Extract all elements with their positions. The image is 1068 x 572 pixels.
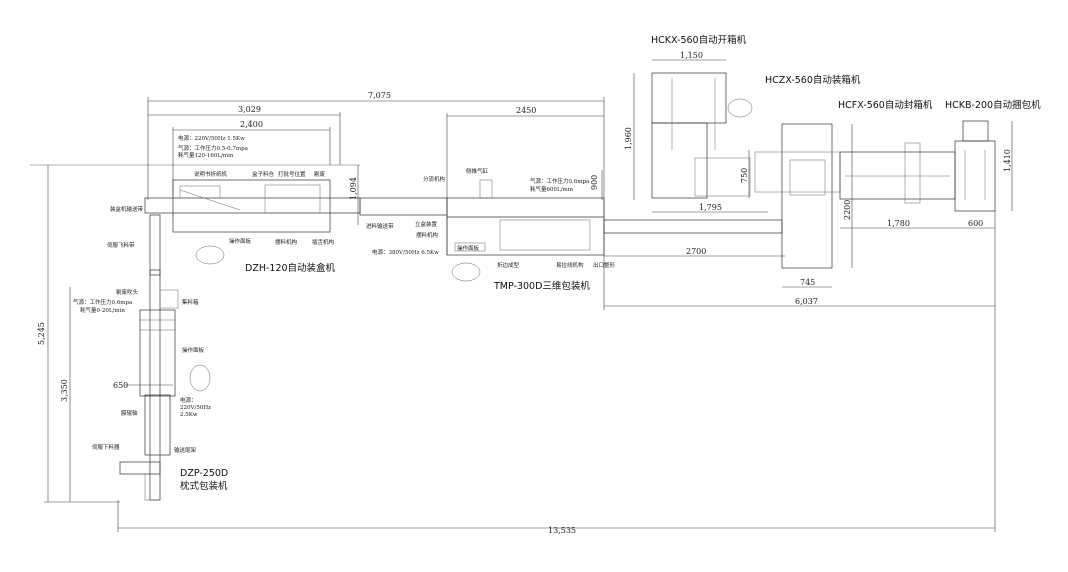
label-box-bin: 盒子料仓 [252, 170, 275, 178]
dzh-title: DZH-120自动装盒机 [245, 262, 336, 274]
label-cylinder: 侧推气缸 [466, 167, 489, 175]
hckx-title: HCKX-560自动开箱机 [651, 34, 747, 46]
tmp-air-consumption: 耗气量600L/min [530, 185, 573, 193]
tmp-power: 电源：380V/50Hz 6.5Kw [372, 248, 439, 256]
label-erect: 立盒装置 [415, 220, 438, 228]
dimension-hckx-height: 1,960 [624, 73, 635, 200]
dzp-title-name: 枕式包装机 [180, 480, 228, 492]
dzp-250d-machine [119, 269, 211, 501]
svg-text:1,150: 1,150 [680, 51, 703, 60]
hczx-title: HCZX-560自动装箱机 [765, 74, 861, 86]
dzp-air-pressure: 气源：工作压力0.6mpa [73, 298, 133, 306]
dzh-air-pressure: 气源：工作压力0.5-0.7mpa [178, 144, 249, 152]
label-servo: 伺服下料器 [92, 443, 120, 451]
hcfx-title: HCFX-560自动封箱机 [838, 99, 933, 111]
svg-text:3,350: 3,350 [60, 379, 69, 402]
label-tmp-feed: 摆料机构 [416, 231, 439, 239]
label-split: 分流机构 [423, 175, 446, 183]
dimension-hczx-width: 745 [782, 278, 832, 288]
dimension-hczx-height: 2200 [843, 124, 853, 268]
label-tuck: 插舌机构 [312, 238, 335, 246]
tmp-title: TMP-300D三维包装机 [493, 280, 590, 292]
dimension-conveyor: 2700 [604, 247, 785, 257]
hckx-machine [651, 72, 753, 199]
label-tmp-panel: 操作面板 [457, 244, 480, 252]
dimension-dzp-height: 3,350 [60, 287, 71, 502]
dimension-hckx-750: 750 [740, 150, 750, 198]
dimension-total-vertical: 5,245 [37, 165, 120, 503]
dimension-hckb-width: 600 [955, 219, 995, 229]
infeed-conveyor [359, 197, 448, 216]
dimension-total-top: 7,075 [147, 91, 605, 310]
dzp-air-consumption: 耗气量0-20L/min [80, 306, 125, 314]
svg-text:650: 650 [113, 381, 128, 390]
label-panel: 操作面板 [229, 237, 252, 245]
dimension-dzh-height: 1,094 [349, 165, 359, 225]
dimension-hckx-width: 1,150 [652, 51, 726, 61]
svg-text:1,780: 1,780 [887, 219, 910, 228]
svg-text:5,245: 5,245 [37, 322, 46, 345]
svg-text:600: 600 [968, 219, 983, 228]
dzp-power-label: 电源： [180, 396, 197, 404]
dimension-dzp-width: 650 [113, 381, 173, 390]
svg-text:13,535: 13,535 [548, 526, 576, 535]
svg-text:1,410: 1,410 [1003, 149, 1012, 172]
svg-text:1,094: 1,094 [349, 177, 358, 200]
label-exit: 出口整形 [593, 261, 616, 269]
hckb-title: HCKB-200自动捆包机 [945, 99, 1041, 111]
label-conveyor: 装盒机输送带 [110, 205, 144, 213]
hckb-machine [954, 120, 996, 212]
dimension-tmp-height: 900 [590, 170, 603, 200]
dzp-title-model: DZP-250D [180, 468, 228, 479]
svg-text:2450: 2450 [516, 106, 536, 115]
svg-text:900: 900 [590, 175, 599, 190]
label-folder: 说明书折纸机 [194, 170, 228, 178]
tmp-air-pressure: 气源：工作压力0.6mpa [530, 177, 590, 185]
label-batch: 打批号位置 [278, 170, 306, 178]
dimension-hcfx-length: 1,780 [840, 219, 955, 229]
label-film: 膜辊轴 [121, 409, 138, 417]
dimension-right-total: 6,037 [604, 297, 995, 307]
label-infeed: 进料输送带 [366, 222, 394, 230]
svg-text:6,037: 6,037 [795, 297, 818, 306]
dimension-hckx-length: 1,795 [652, 203, 768, 213]
dzh-120-machine [144, 179, 361, 276]
svg-text:745: 745 [800, 278, 815, 287]
svg-text:3,029: 3,029 [238, 105, 261, 114]
label-reject: 剔废 [314, 170, 326, 178]
dzh-power: 电源：220V/50Hz 1.5Kw [178, 134, 245, 142]
case-conveyor [603, 219, 783, 234]
label-dzp-panel: 操作面板 [182, 346, 205, 354]
label-fold: 折边成型 [497, 261, 520, 269]
dzp-power-kw: 2.5Kw [180, 412, 198, 418]
svg-text:2200: 2200 [843, 200, 852, 220]
dimension-hckb-height: 1,410 [1003, 121, 1013, 211]
svg-text:2700: 2700 [686, 247, 706, 256]
dimension-total-bottom: 13,535 [117, 210, 996, 535]
dzh-air-consumption: 耗气量120-160L/min [178, 151, 234, 159]
svg-text:1,795: 1,795 [699, 203, 722, 212]
svg-text:1,960: 1,960 [624, 127, 633, 150]
svg-text:7,075: 7,075 [368, 91, 391, 100]
label-feed: 摆料机构 [275, 238, 298, 246]
label-tear: 易拉线机构 [556, 261, 584, 269]
svg-text:750: 750 [740, 168, 749, 183]
hcfx-machine [839, 142, 956, 204]
dzp-power-voltage: 220V/50Hz [180, 405, 211, 411]
label-servo-belt: 伺服飞料带 [107, 241, 135, 249]
svg-text:2,400: 2,400 [240, 120, 263, 129]
label-dzp-reject: 剔废吹头 [116, 288, 139, 296]
dimension-dzh-overall: 3,029 [148, 105, 341, 165]
label-tail: 输送尾架 [174, 446, 197, 454]
hczx-machine [754, 123, 841, 269]
label-collect: 集料箱 [182, 298, 199, 306]
